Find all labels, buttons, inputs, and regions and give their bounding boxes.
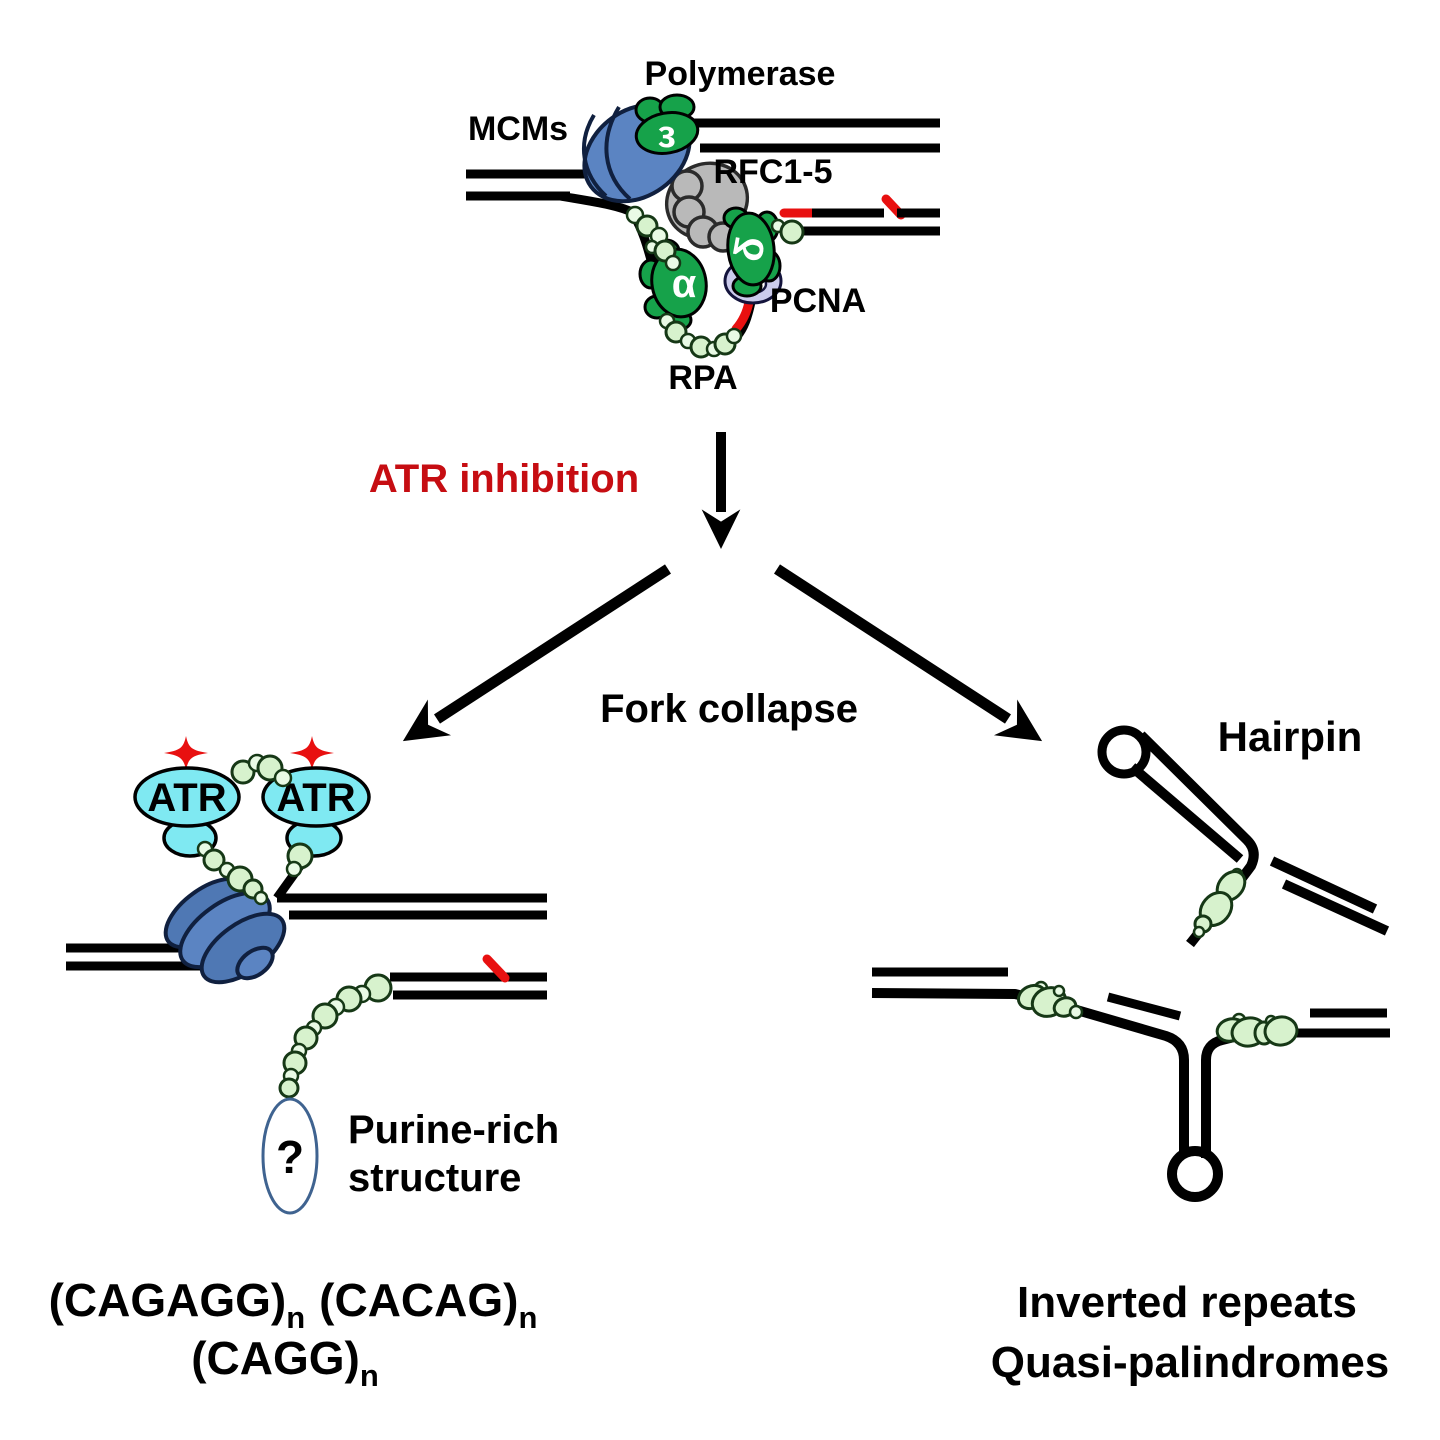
hairpin-label: Hairpin (1218, 713, 1363, 760)
right-branch-arrow (774, 564, 1043, 742)
hairpin-lower (871, 967, 1390, 1202)
mcm-collapsed (163, 876, 287, 985)
quasi-palindromes-label: Quasi-palindromes (991, 1338, 1390, 1387)
left-branch-group: ATR ATR (49, 736, 559, 1393)
rfc-label: RFC1-5 (713, 153, 832, 191)
rpa-beads-lower-left (1016, 980, 1084, 1020)
pol-epsilon: ε (634, 93, 700, 156)
activation-star-right (290, 736, 334, 770)
middle-section: ATR inhibition Fork collapse (369, 432, 1043, 742)
rpa-beads-to-structure (278, 973, 393, 1099)
rpa-beads-fork (625, 205, 682, 272)
pol-epsilon-letter: ε (658, 114, 676, 156)
hairpin-loop-upper (1097, 725, 1151, 779)
rpa-beads-lagging-exit (770, 218, 805, 245)
hairpin-upper: Hairpin (1097, 713, 1390, 948)
lower-template-path (871, 988, 1189, 1158)
rpa-label: RPA (668, 359, 737, 397)
repeat-caption-line1: (CAGAGG)n(CACAG)n (49, 1274, 538, 1335)
rpa-beads-lower-right (1215, 1012, 1299, 1048)
repeat-caption-line2: (CAGG)n (191, 1332, 379, 1393)
hairpin-arm-outer (1137, 731, 1259, 948)
upper-duplex-line1 (1269, 856, 1378, 914)
fork-collapse-label: Fork collapse (600, 687, 858, 731)
left-branch-arrow (402, 564, 671, 742)
atr-kinase-left: ATR (133, 766, 241, 858)
lower-hairpin-right-arm (1201, 1032, 1236, 1158)
activation-star-left (164, 736, 208, 770)
mcm-ridge-1 (581, 113, 608, 198)
nascent-fragment-left (1106, 992, 1182, 1021)
nick-red-tick (482, 954, 510, 983)
rna-primer-loop-mark (731, 297, 754, 334)
hairpin-arm-inner (1128, 763, 1244, 863)
unknown-structure-oval (261, 1097, 319, 1215)
upper-duplex-line2 (1281, 879, 1390, 936)
atr-inhibition-label: ATR inhibition (369, 457, 639, 501)
replication-fork-group: ε δ α (466, 55, 940, 397)
hairpin-loop-lower (1167, 1146, 1223, 1202)
purine-rich-label-line1: Purine-rich (348, 1108, 559, 1152)
rpa-beads-atr-right-chain (285, 842, 314, 878)
atr-label-left: ATR (147, 776, 226, 820)
rpa-beads-hairpin-upper (1192, 867, 1247, 939)
purine-rich-label-line2: structure (348, 1156, 521, 1200)
pol-delta: δ (722, 206, 782, 298)
inverted-repeats-label: Inverted repeats (1017, 1278, 1357, 1327)
rpa-beads-atr-left-chain (196, 840, 269, 906)
mcms-label: MCMs (468, 110, 568, 148)
question-mark: ? (276, 1131, 304, 1183)
polymerase-label: Polymerase (645, 55, 836, 93)
rpa-beads-loop (658, 312, 743, 359)
right-branch-group: Hairpin (871, 713, 1390, 1387)
rpa-beads-atr-bridge (230, 753, 293, 788)
mcm-ridge-2 (604, 105, 632, 201)
pcna-label: PCNA (770, 282, 866, 320)
